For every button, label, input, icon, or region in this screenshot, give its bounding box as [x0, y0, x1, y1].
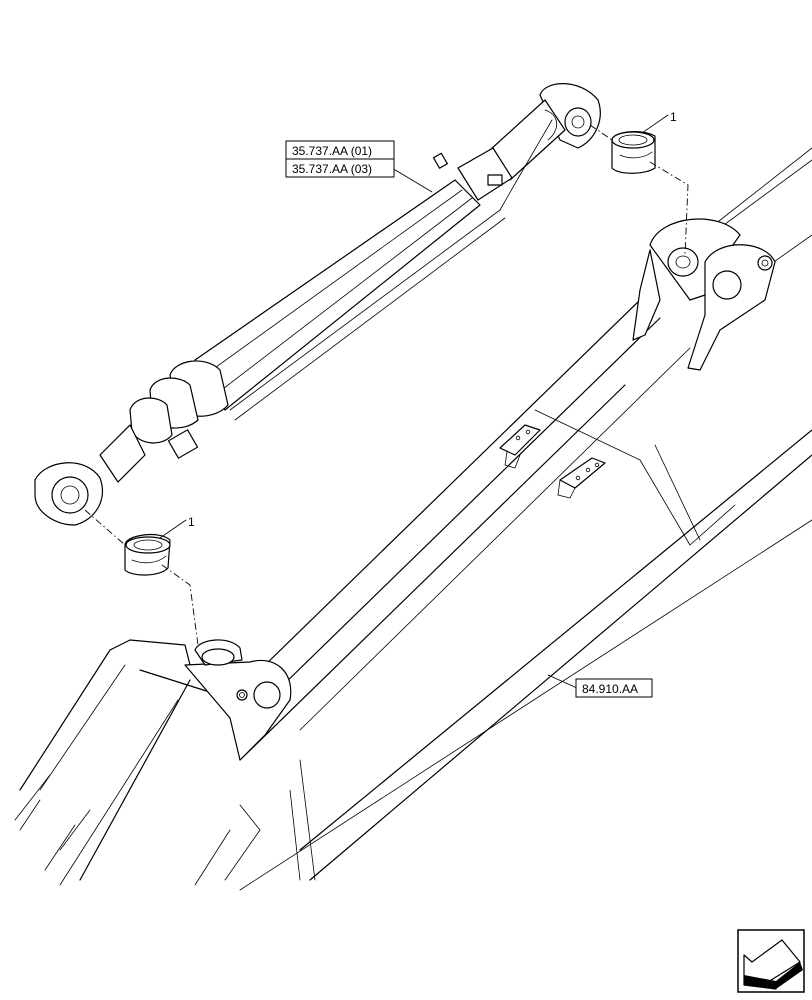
assembly-centerlines [84, 124, 689, 646]
callout-cylinder-ref-2[interactable]: 35.737.AA (03) [285, 158, 395, 178]
callout-cylinder-ref-1-text: 35.737.AA (01) [292, 144, 372, 158]
leader-lines [159, 114, 669, 689]
callout-boom-ref[interactable]: 84.910.AA [575, 678, 653, 698]
callout-cylinder-ref-1[interactable]: 35.737.AA (01) [285, 140, 395, 160]
hydraulic-cylinder [34, 83, 601, 526]
callout-cylinder-ref-2-text: 35.737.AA (03) [292, 162, 372, 176]
mounting-plate-2 [557, 457, 606, 499]
callout-boom-ref-text: 84.910.AA [582, 682, 638, 696]
item-number-upper: 1 [670, 110, 677, 124]
item-number-lower: 1 [188, 515, 195, 529]
boom-arm [14, 147, 812, 891]
next-page-arrow-icon[interactable] [737, 929, 805, 993]
upper-mounting-bracket [632, 218, 776, 371]
mounting-plate-1 [499, 424, 541, 469]
lower-mounting-bracket [184, 639, 292, 761]
bushing-upper [611, 131, 656, 174]
bushing-lower [124, 533, 171, 576]
